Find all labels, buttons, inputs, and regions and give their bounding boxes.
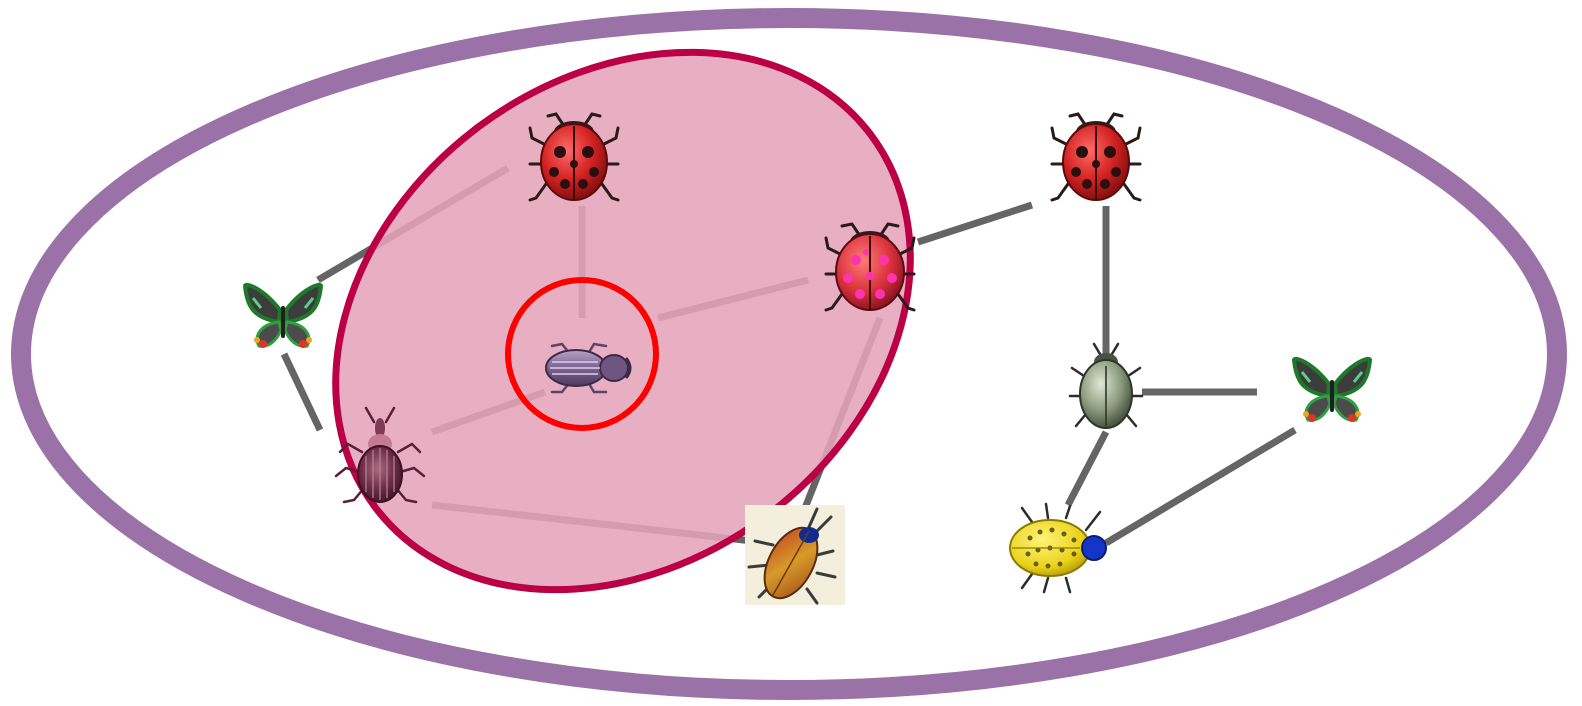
cockroach-icon — [745, 505, 845, 607]
edge-ladybug-pink-ladybug-right — [918, 205, 1032, 242]
butterfly-icon — [245, 285, 321, 348]
edge-butterfly-right-yellow-beetle — [1106, 430, 1295, 543]
highlighted-group-region — [230, 0, 1016, 701]
yellow-spotted-beetle-icon — [1010, 504, 1106, 592]
edge-butterfly-left-weevil — [284, 354, 320, 430]
butterfly-icon — [1294, 359, 1370, 422]
ladybug-icon — [1052, 114, 1140, 200]
green-beetle-icon — [1070, 344, 1142, 428]
edge-green-beetle-yellow-beetle — [1068, 432, 1106, 505]
